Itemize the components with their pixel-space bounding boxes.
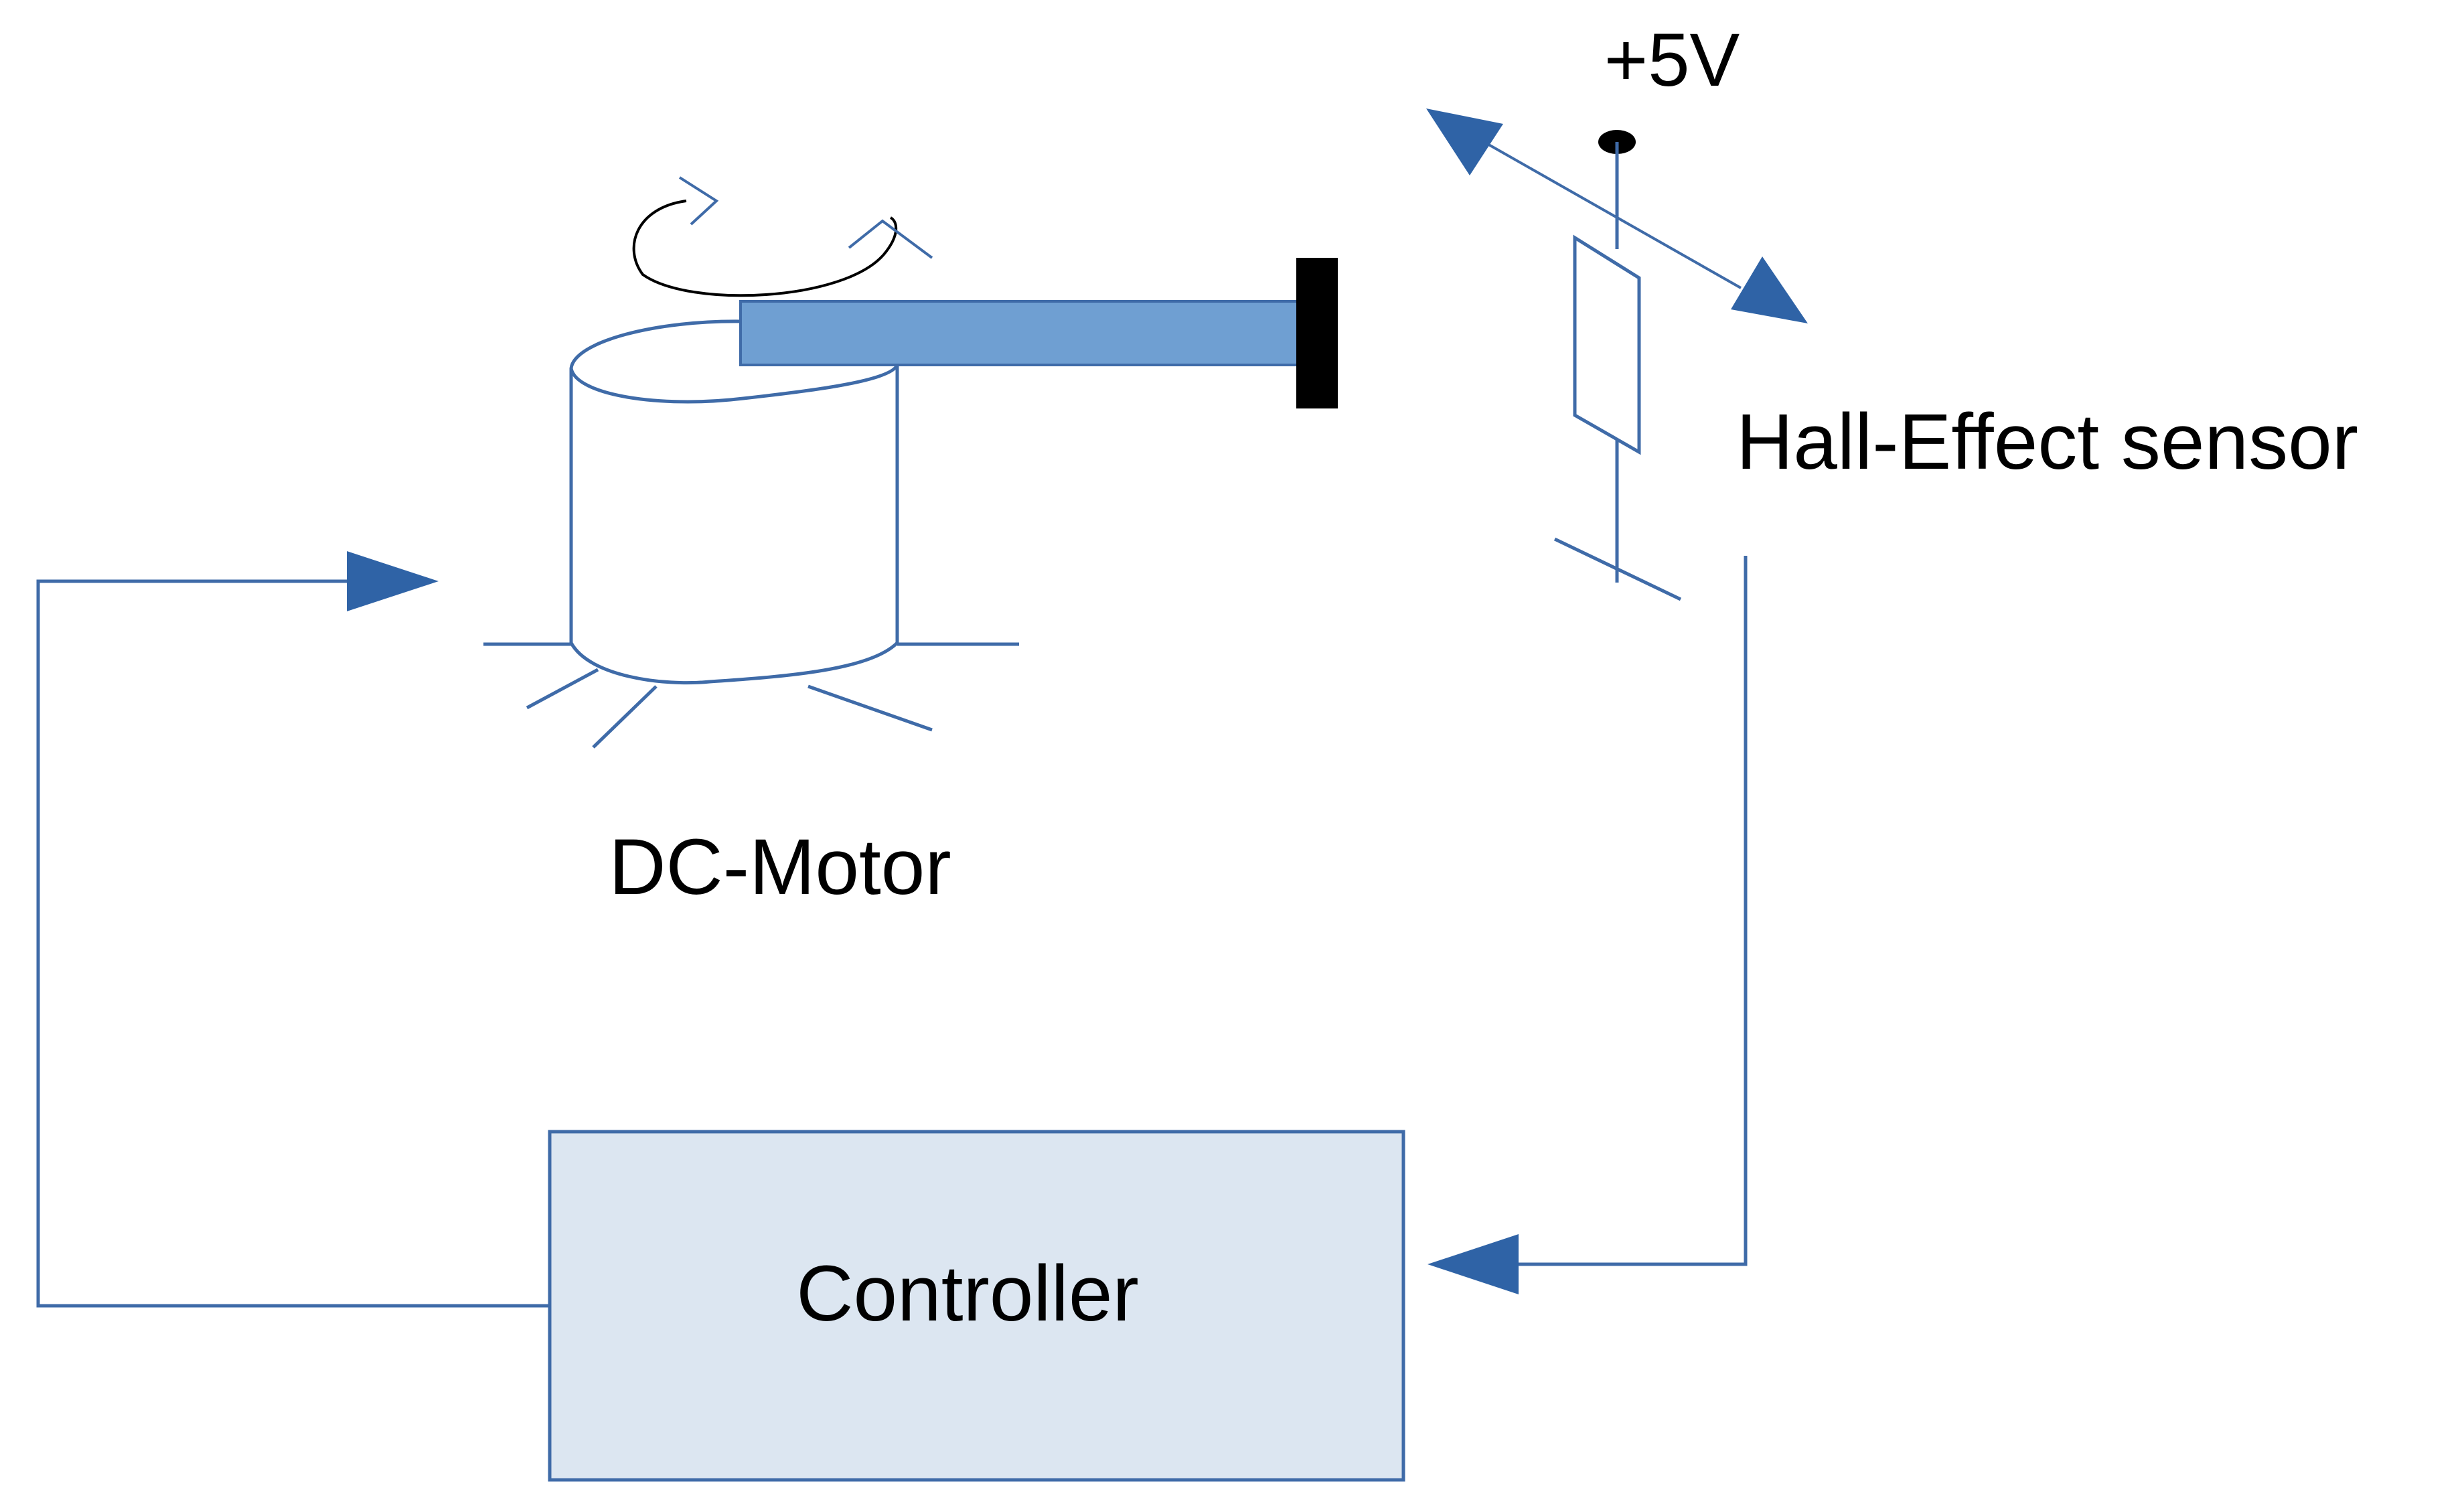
double-headed-arrow-icon — [1426, 108, 1808, 323]
controller-input-arrowhead — [1428, 1234, 1519, 1294]
dc-motor-cylinder-icon — [483, 319, 1019, 749]
hall-sensor-icon — [1553, 142, 1682, 601]
motor-input-arrowhead — [347, 551, 439, 611]
magnet-block — [1296, 258, 1338, 408]
motor-drive-wire — [36, 579, 550, 1308]
sensor-label: Hall-Effect sensor — [1736, 398, 2358, 486]
controller-label: Controller — [796, 1250, 1139, 1338]
sensor-signal-wire — [1517, 556, 1748, 1266]
rotation-arrow-icon — [632, 176, 933, 297]
motor-arm — [739, 300, 1304, 366]
supply-voltage-label: +5V — [1604, 18, 1740, 102]
controller-box — [548, 1130, 1405, 1482]
motor-label: DC-Motor — [609, 823, 951, 911]
